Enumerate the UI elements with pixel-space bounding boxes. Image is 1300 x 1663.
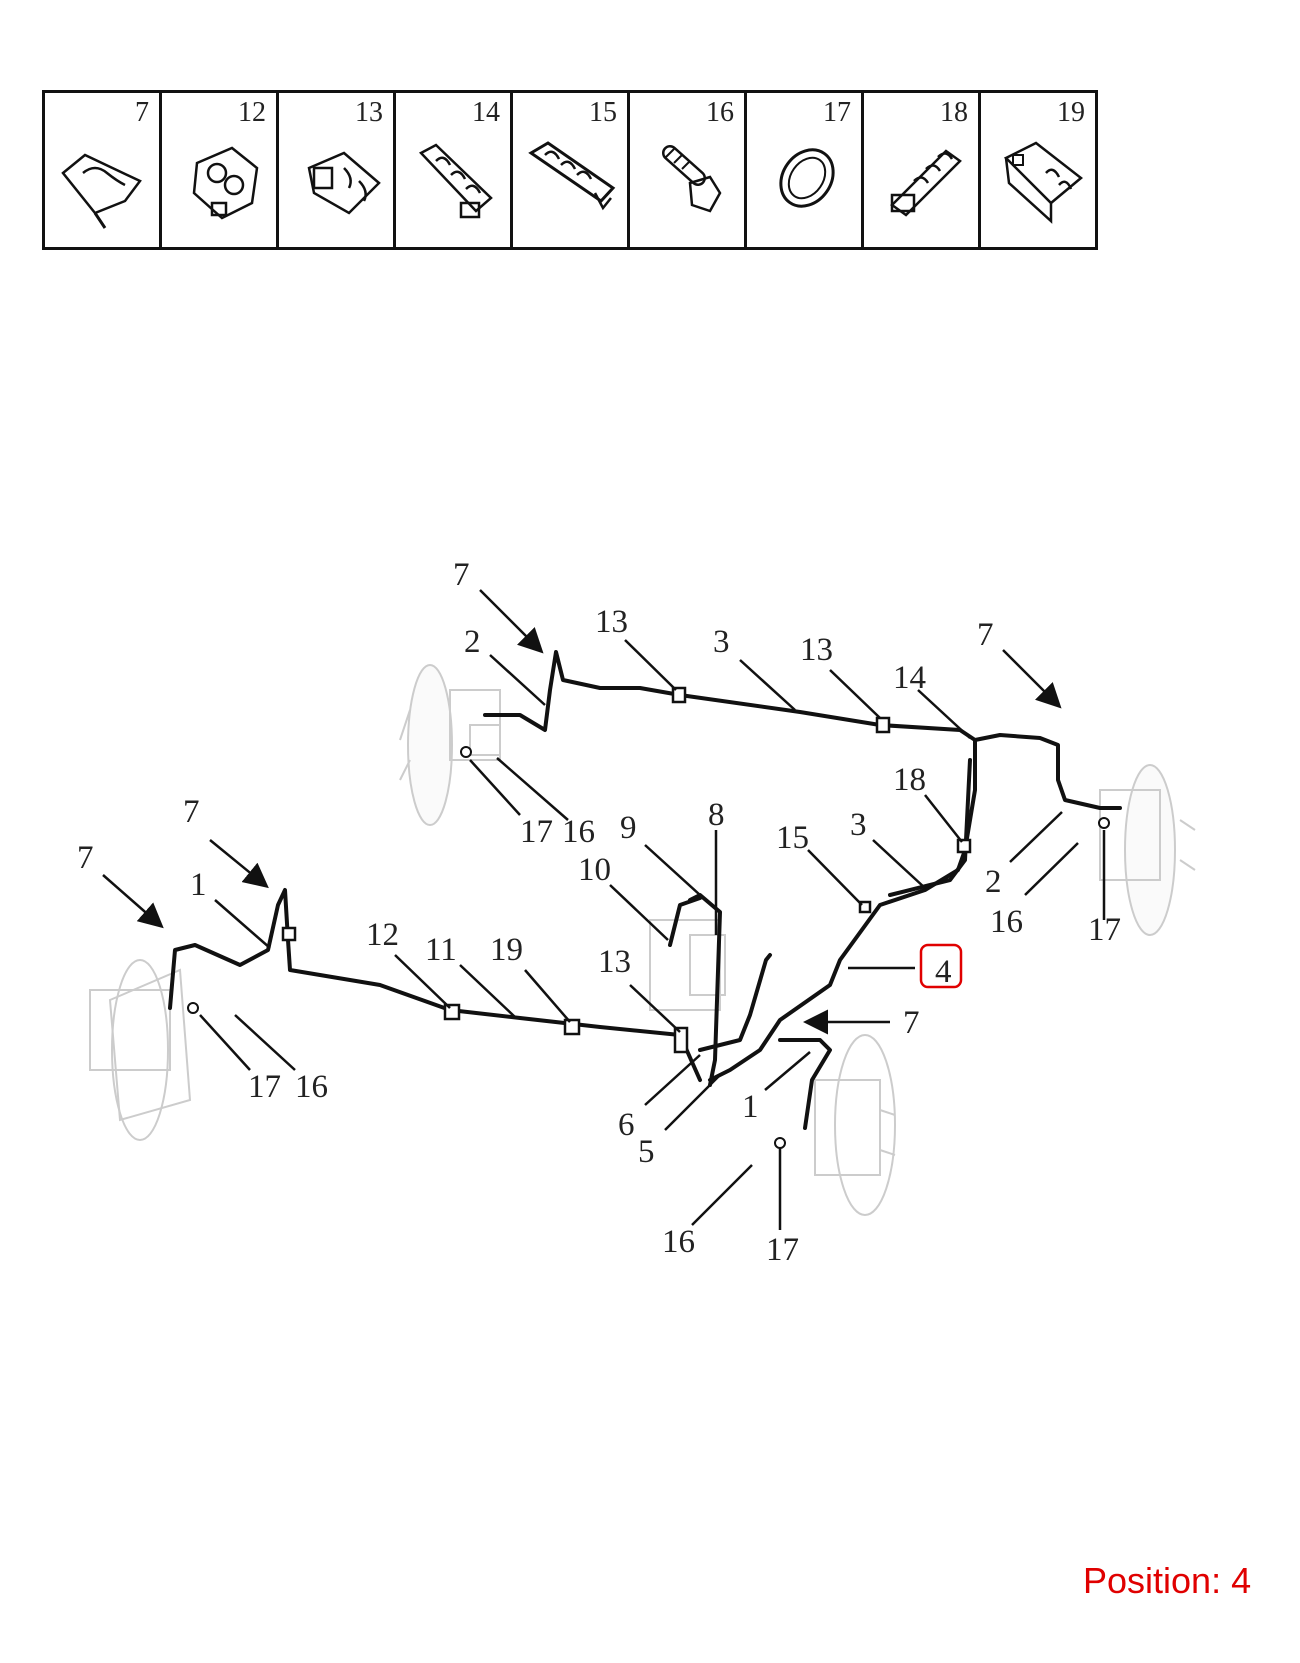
callout-5: 5 [638,1134,655,1170]
callout-12: 12 [366,917,399,953]
callout-labels: 7 2 13 3 13 14 7 17 16 18 3 2 16 17 9 8 … [77,560,1121,1268]
banjo-bolt-icon [662,145,722,213]
callout-9: 9 [620,810,637,846]
callout-1: 1 [742,1089,759,1125]
front-left-brake-assembly [89,959,192,1141]
legend-number: 7 [135,97,149,128]
front-pipe-11 [168,888,702,1082]
front-right-brake-assembly [814,1034,896,1216]
pipe-holder-clip-icon [1003,141,1083,224]
brake-pipe-diagram: 7 2 13 3 13 14 7 17 16 18 3 2 16 17 9 8 … [77,560,1196,1268]
callout-17: 17 [248,1069,281,1105]
legend-number: 15 [589,97,617,128]
callout-8: 8 [708,797,725,833]
callout-1: 1 [190,867,207,903]
parts-legend: 7 12 13 14 15 [42,90,1098,250]
callout-4: 4 [935,954,952,990]
rear-pipe-3 [483,650,1122,810]
abs-pipe-9 [668,896,702,947]
legend-cell-18: 18 [861,90,981,250]
quad-pipe-clip-icon [528,141,616,211]
callout-16: 16 [295,1069,328,1105]
multi-pipe-clip-icon [890,149,962,217]
callout-14: 14 [893,660,926,696]
callout-6: 6 [618,1107,635,1143]
legend-number: 19 [1057,97,1085,128]
callout-13: 13 [595,604,628,640]
abs-pipe-8 [688,893,722,1087]
legend-cell-17: 17 [744,90,864,250]
pipe-6 [698,953,772,1052]
callout-7: 7 [77,840,94,876]
callout-7: 7 [183,794,200,830]
callout-7: 7 [977,617,994,653]
washer-bolt-symbols [187,746,1110,1149]
legend-number: 13 [355,97,383,128]
rear-pipe-4-18 [888,758,972,897]
legend-number: 14 [472,97,500,128]
legend-cell-14: 14 [393,90,513,250]
pipe-bracket-clip-icon [307,151,381,215]
rear-pipe-4-18 [708,738,977,1082]
double-pipe-clip-icon [192,146,259,220]
legend-cell-12: 12 [159,90,279,250]
callout-17: 17 [1088,912,1121,948]
callout-2: 2 [985,864,1002,900]
legend-cell-13: 13 [276,90,396,250]
callout-19: 19 [490,932,523,968]
callout-16: 16 [562,814,595,850]
callout-17: 17 [520,814,553,850]
triple-pipe-clip-icon [418,143,493,219]
callout-7: 7 [453,560,470,593]
callout-16: 16 [662,1224,695,1260]
callout-17: 17 [766,1232,799,1268]
callout-13: 13 [598,944,631,980]
spring-clip-icon [61,153,142,229]
legend-cell-16: 16 [627,90,747,250]
callout-10: 10 [578,852,611,888]
callout-11: 11 [425,932,457,968]
callout-16: 16 [990,904,1023,940]
callout-3: 3 [713,624,730,660]
legend-cell-7: 7 [42,90,162,250]
front-right-pipe-1 [778,1038,832,1130]
legend-cell-15: 15 [510,90,630,250]
highlight-box [919,943,963,989]
leader-lines [102,589,1106,1230]
rear-right-brake-assembly [1099,764,1196,936]
legend-number: 12 [238,97,266,128]
callout-18: 18 [893,762,926,798]
callout-13: 13 [800,632,833,668]
pipe-clips [281,686,972,1054]
legend-number: 18 [940,97,968,128]
rear-left-brake-assembly [399,664,501,826]
copper-washer-icon [779,148,835,208]
callout-2: 2 [464,624,481,660]
position-label: Position: 4 [1083,1560,1252,1601]
callout-15: 15 [776,820,809,856]
legend-number: 17 [823,97,851,128]
brake-pipe-network [168,650,1122,1130]
callout-7: 7 [903,1005,920,1041]
callout-3: 3 [850,807,867,843]
legend-number: 16 [706,97,734,128]
legend-cell-19: 19 [978,90,1098,250]
